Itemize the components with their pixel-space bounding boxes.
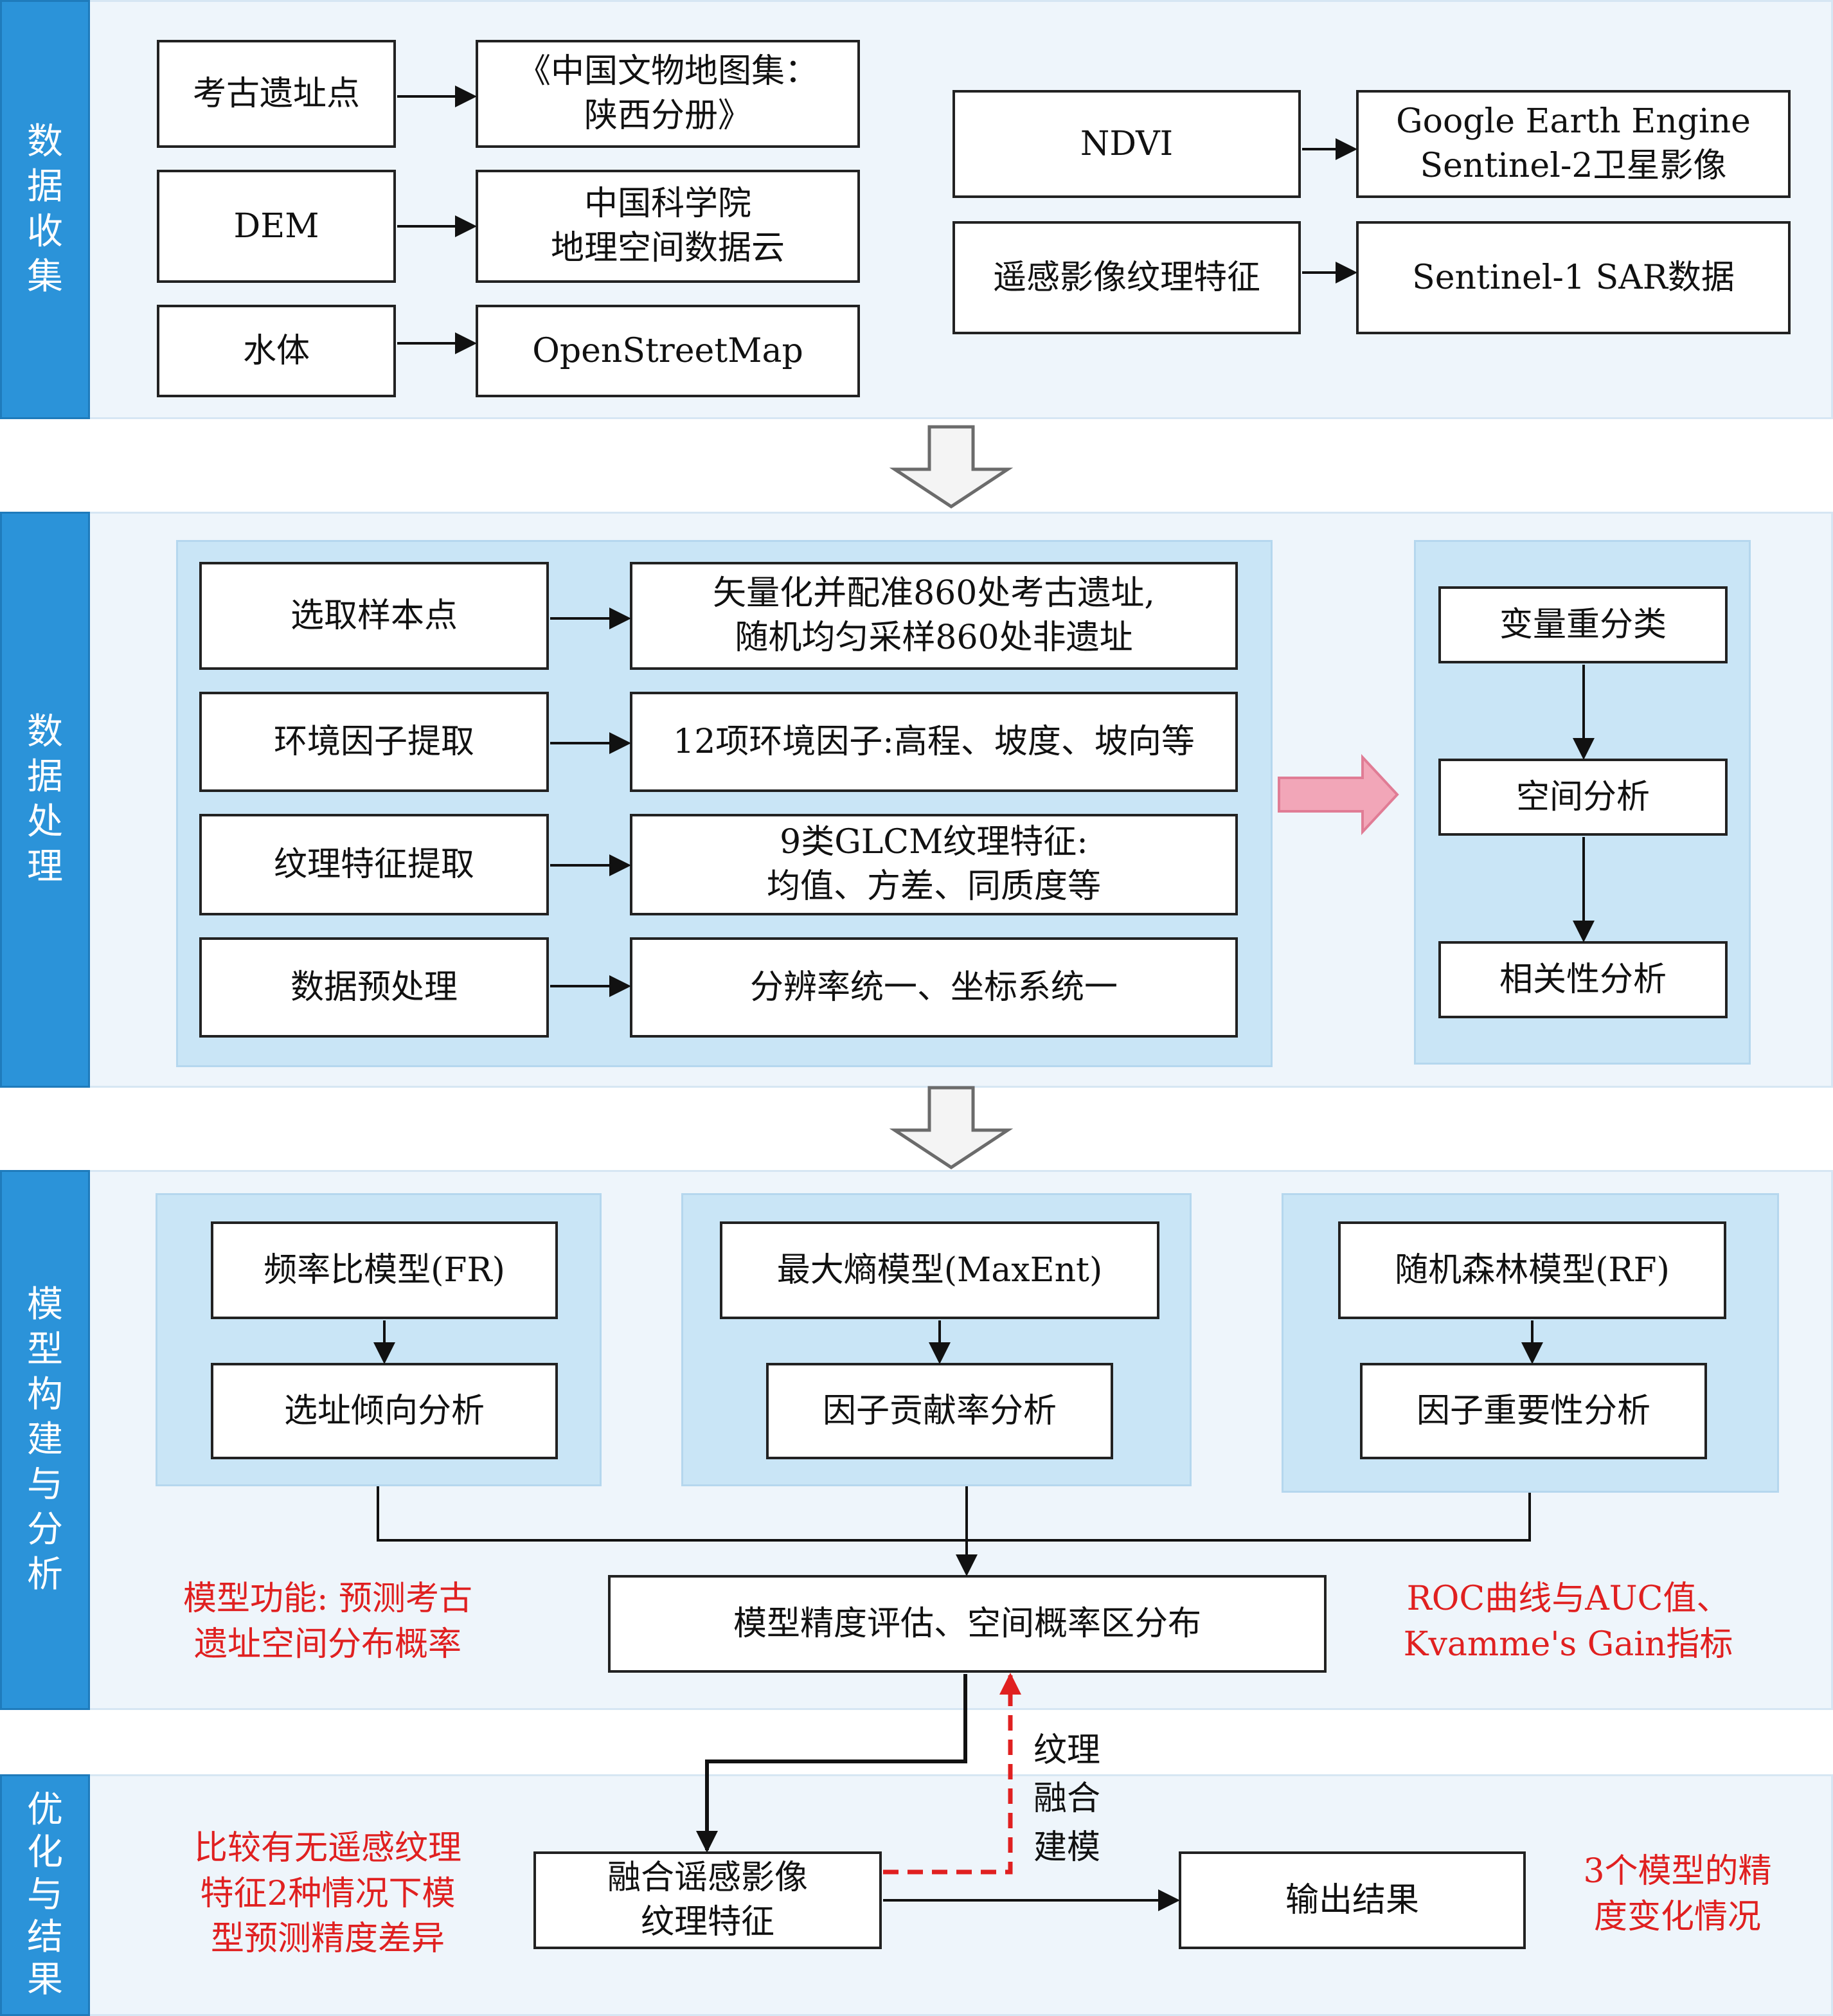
pre-desc-box: 分辨率统一、坐标系统一 xyxy=(630,937,1238,1038)
fuse-label: 纹理 融合 建模 xyxy=(1033,1731,1100,1867)
rf-sub-box: 因子重要性分析 xyxy=(1360,1363,1707,1459)
model-section-label: 模型构建与分析 xyxy=(0,1170,90,1710)
output-box: 输出结果 xyxy=(1179,1851,1526,1949)
dem-source-box: 中国科学院 地理空间数据云 xyxy=(476,170,860,283)
ndvi-box: NDVI xyxy=(952,90,1301,198)
section-down-arrow-2 xyxy=(889,1086,1014,1169)
model-note-left: 模型功能: 预测考古 遗址空间分布概率 xyxy=(183,1580,473,1664)
optimize-note-left: 比较有无遥感纹理 特征2种情况下模 型预测精度差异 xyxy=(193,1829,461,1959)
corr-box: 相关性分析 xyxy=(1438,941,1728,1018)
optimize-note-right: 3个模型的精 度变化情况 xyxy=(1583,1852,1772,1936)
maxent-box: 最大熵模型(MaxEnt) xyxy=(720,1221,1159,1319)
texture-source-box: Sentinel-1 SAR数据 xyxy=(1356,221,1791,334)
model-section-label-text: 模型构建与分析 xyxy=(27,1284,63,1596)
sample-desc-box: 矢量化并配准860处考古遗址, 随机均匀采样860处非遗址 xyxy=(630,562,1238,670)
sample-box: 选取样本点 xyxy=(199,562,549,670)
reclass-box: 变量重分类 xyxy=(1438,586,1728,663)
sites-source-box: 《中国文物地图集： 陕西分册》 xyxy=(476,40,860,148)
collect-section-label: 数据收集 xyxy=(0,0,90,419)
fr-sub-box: 选址倾向分析 xyxy=(211,1363,558,1459)
maxent-sub-box: 因子贡献率分析 xyxy=(766,1363,1113,1459)
tex-desc-box: 9类GLCM纹理特征: 均值、方差、同质度等 xyxy=(630,814,1238,915)
collect-section-label-text: 数据收集 xyxy=(27,121,63,298)
spatial-box: 空间分析 xyxy=(1438,759,1728,836)
ndvi-source-box: Google Earth Engine Sentinel-2卫星影像 xyxy=(1356,90,1791,198)
optimize-section-label-text: 优化与结果 xyxy=(27,1788,63,2001)
water-box: 水体 xyxy=(157,305,396,397)
eval-box: 模型精度评估、空间概率区分布 xyxy=(608,1575,1327,1673)
optimize-section-label: 优化与结果 xyxy=(0,1774,90,2016)
texture-box: 遥感影像纹理特征 xyxy=(952,221,1301,334)
fr-box: 频率比模型(FR) xyxy=(211,1221,558,1319)
env-desc-box: 12项环境因子:高程、坡度、坡向等 xyxy=(630,692,1238,792)
fuse-box: 融合谣感影像 纹理特征 xyxy=(533,1851,882,1949)
rf-box: 随机森林模型(RF) xyxy=(1338,1221,1726,1319)
tex-box: 纹理特征提取 xyxy=(199,814,549,915)
env-box: 环境因子提取 xyxy=(199,692,549,792)
section-down-arrow-1 xyxy=(889,425,1014,509)
process-section-label: 数据处理 xyxy=(0,512,90,1088)
pre-box: 数据预处理 xyxy=(199,937,549,1038)
water-source-box: OpenStreetMap xyxy=(476,305,860,397)
dem-box: DEM xyxy=(157,170,396,283)
sites-box: 考古遗址点 xyxy=(157,40,396,148)
model-note-right: ROC曲线与AUC值、 Kvamme's Gain指标 xyxy=(1403,1580,1733,1664)
process-section-label-text: 数据处理 xyxy=(27,711,63,888)
